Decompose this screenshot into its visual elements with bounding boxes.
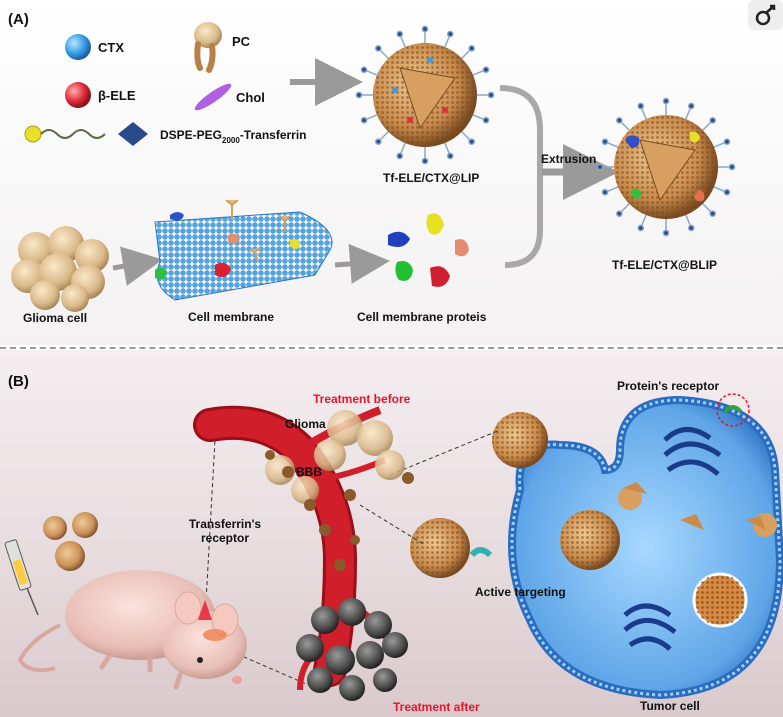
arrow-to-proteins [334, 243, 390, 284]
ele-legend-icon [65, 82, 91, 108]
pc-legend-label: PC [232, 34, 251, 49]
vessel-liposomes [265, 450, 414, 571]
cell-membrane-label: Cell membrane [188, 310, 274, 324]
lip-label: Tf-ELE/CTX@LIP [383, 171, 479, 185]
mouse-illustration [17, 570, 247, 690]
merge-line [499, 85, 543, 268]
dspe-legend-label: DSPE-PEG2000-Transferrin [160, 128, 307, 145]
tumor-liposome-1 [492, 412, 548, 468]
protein-receptor-marker [716, 393, 750, 427]
tumor-cell [508, 395, 783, 700]
active-targeting-label: Active targeting [475, 585, 566, 599]
panel-b-label: (B) [8, 373, 29, 390]
share-icon[interactable] [748, 0, 783, 30]
treatment-before-label: Treatment before [313, 392, 411, 406]
treatment-after-label: Treatment after [393, 700, 480, 714]
arrow-to-membrane [112, 246, 163, 286]
transferrin-receptor-label-line1: Transferrin's [189, 517, 262, 531]
chol-legend-icon [194, 83, 232, 111]
tumor-cell-label: Tumor cell [640, 699, 700, 713]
zoom-connectors [204, 429, 501, 691]
panel-a-label: (A) [8, 11, 29, 28]
liposome-blip [596, 97, 736, 237]
glioma-cell-cluster [11, 226, 109, 312]
tumor-liposome-3 [560, 510, 620, 570]
ctx-legend-icon [65, 34, 91, 60]
tumor-liposome-fragments [623, 482, 766, 530]
syringe-icon [4, 539, 39, 616]
ele-legend-label: β-ELE [98, 88, 136, 103]
extrusion-label: Extrusion [541, 152, 596, 166]
ctx-legend-label: CTX [98, 40, 124, 55]
dspe-legend-icon [24, 122, 148, 146]
membrane-proteins [388, 213, 469, 287]
protein-receptor-label: Protein's receptor [617, 379, 720, 393]
tumor-liposome-2 [410, 518, 493, 578]
liposome-lip [355, 25, 495, 165]
transferrin-receptor-label-line2: receptor [201, 531, 249, 545]
membrane-proteins-label: Cell membrane proteis [357, 310, 487, 324]
panel-divider [0, 347, 783, 349]
glioma-cell-label: Glioma cell [23, 311, 87, 325]
bbb-label: BBB [296, 465, 322, 479]
blip-label: Tf-ELE/CTX@BLIP [612, 258, 717, 272]
pc-legend-icon [194, 22, 222, 73]
injected-liposomes [43, 512, 98, 571]
cell-membrane-sheet [154, 199, 333, 301]
chol-legend-label: Chol [236, 90, 265, 105]
glioma-label: Glioma [285, 417, 326, 431]
glioma-cluster-after [296, 598, 408, 701]
